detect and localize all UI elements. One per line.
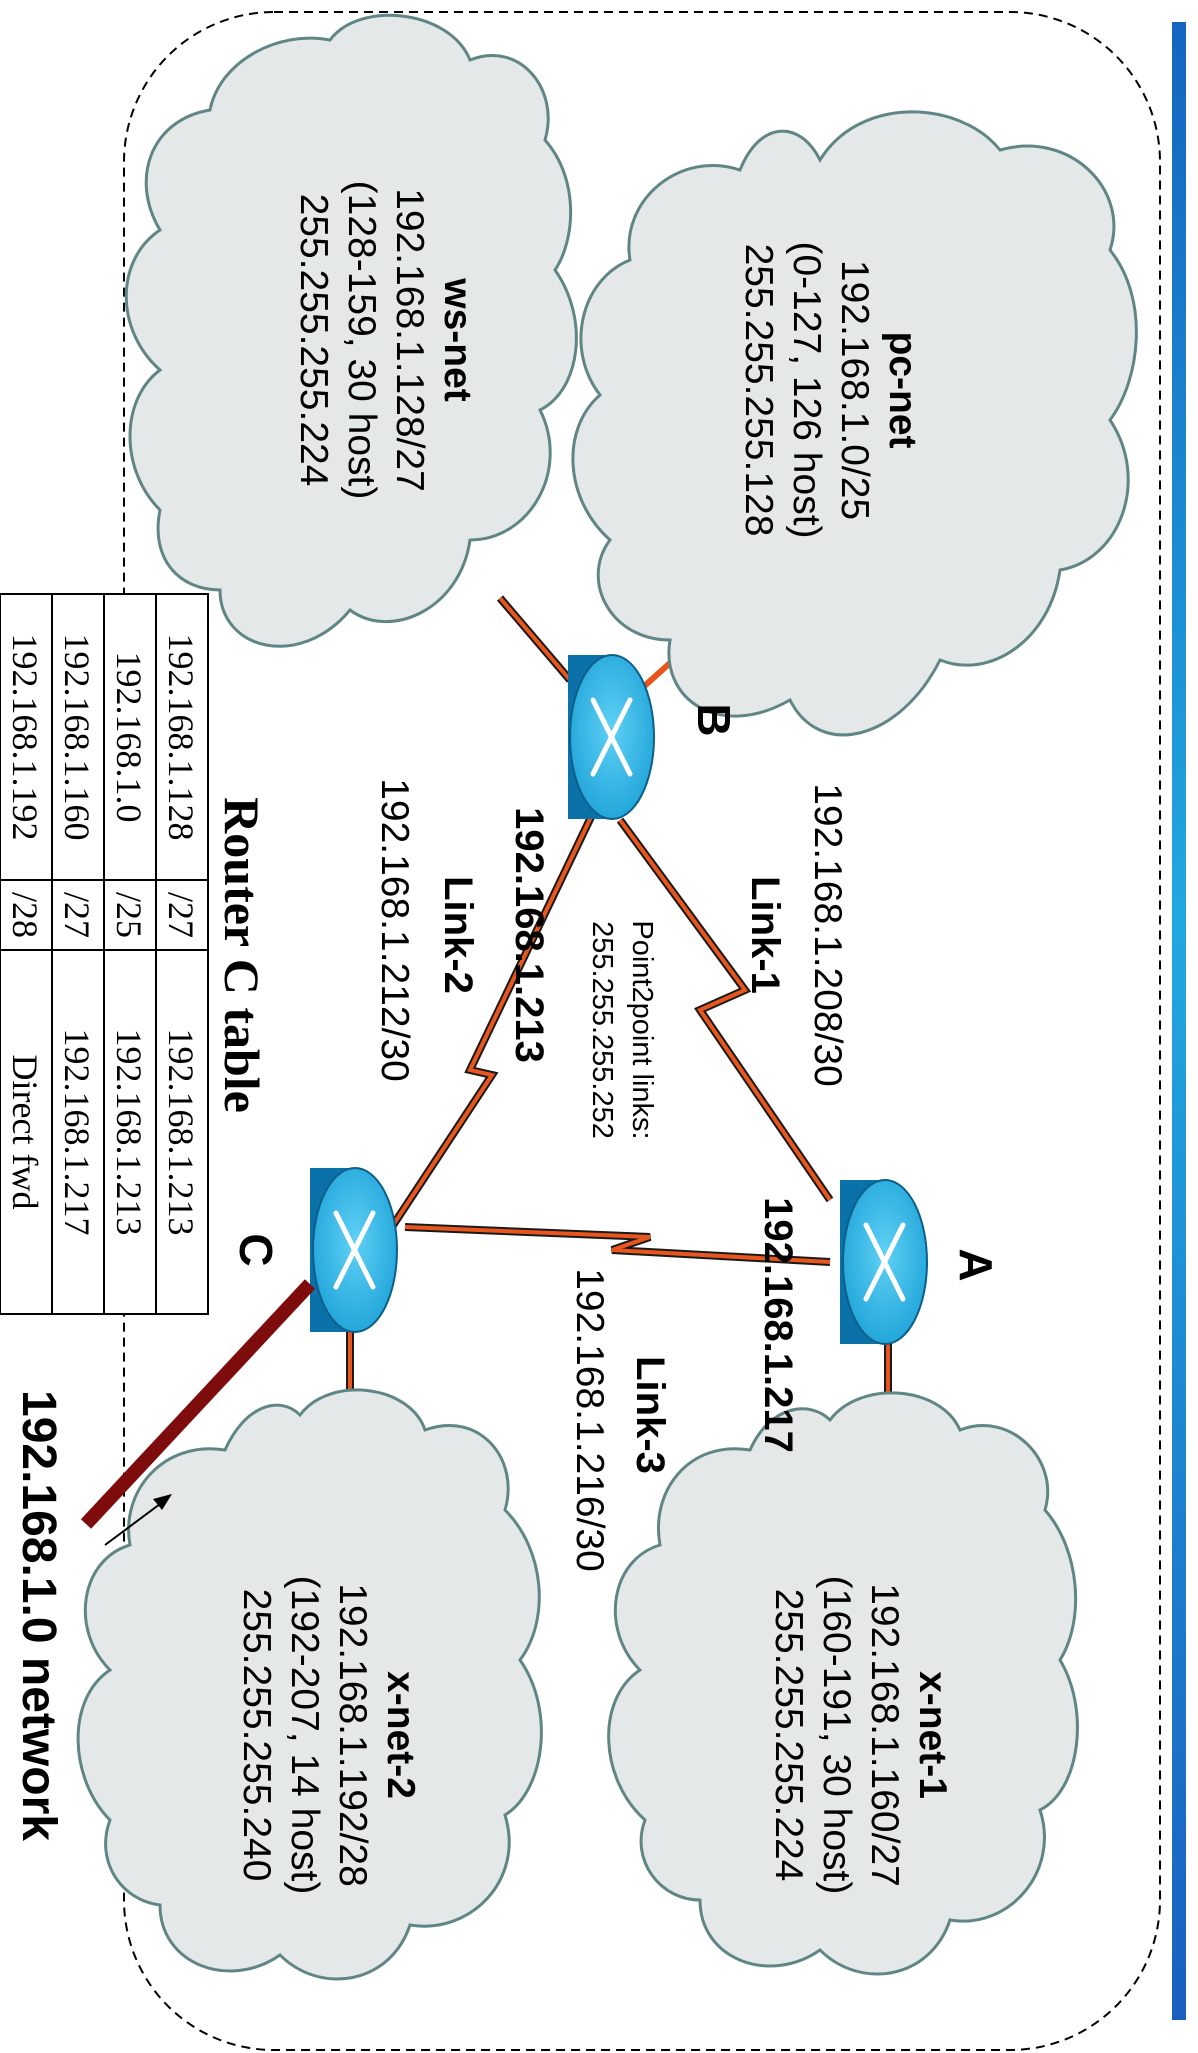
cloud-pc-net-line-1: 192.168.1.0/25 (833, 260, 876, 520)
p2p-note-line-1: Point2point links: (626, 920, 658, 1139)
link-3-router-a-ip: 192.168.1.217 (756, 1197, 800, 1453)
router-a-label: A (950, 1248, 1002, 1281)
table-row-0-nexthop: 192.168.1.213 (161, 1029, 201, 1236)
table-row-2-nexthop: 192.168.1.217 (57, 1029, 97, 1236)
link-3-name: Link-3 (628, 1356, 672, 1474)
cloud-x-net-2-line-2: (192-207, 14 host) (283, 1576, 326, 1895)
cloud-x-net-1-line-1: 192.168.1.160/27 (863, 1583, 906, 1887)
router-b-label: B (688, 703, 740, 736)
table-row-3-network: 192.168.1.192 (5, 634, 45, 841)
side-bar (1172, 22, 1186, 2020)
router-a[interactable] (840, 1179, 928, 1345)
cloud-x-net-2-line-3: 255.255.255.240 (235, 1589, 278, 1882)
router-b[interactable] (526, 654, 655, 820)
link-2-router-b-ip: 192.168.1.213 (507, 807, 551, 1063)
cloud-pc-net: pc-net 192.168.1.0/25 (0-127, 126 host) … (571, 110, 1138, 737)
table-row-0-network: 192.168.1.128 (161, 634, 201, 841)
cloud-pc-net-line-2: (0-127, 126 host) (785, 241, 828, 538)
cloud-x-net-2-line-1: 192.168.1.192/28 (331, 1583, 374, 1887)
cloud-x-net-1-name: x-net-1 (911, 1671, 954, 1799)
link-3-network: 192.168.1.216/30 (568, 1268, 611, 1572)
router-a-icon (863, 1222, 906, 1302)
router-c-label: C (230, 1233, 282, 1266)
cloud-ws-net-shape (124, 13, 578, 648)
router-c-table: Router C table 192.168.1.128 /27 192.168… (0, 593, 270, 1315)
link-1-network: 192.168.1.208/30 (806, 783, 849, 1087)
link-2-name: Link-2 (436, 876, 480, 994)
table-row-0-mask: /27 (161, 892, 201, 938)
cloud-x-net-1-line-3: 255.255.255.224 (767, 1589, 810, 1882)
table-row-3-nexthop: Direct fwd (5, 1055, 45, 1210)
cloud-x-net-2-name: x-net-2 (379, 1671, 422, 1799)
cloud-ws-net: ws-net 192.168.1.128/27 (128-159, 30 hos… (124, 13, 578, 648)
incoming-network-line (80, 1279, 316, 1529)
cloud-pc-net-shape (571, 110, 1138, 737)
router-c-table-title: Router C table (214, 797, 270, 1113)
cloud-x-net-2-shape (76, 1388, 543, 1981)
incoming-network-label: 192.168.1.0 network (12, 1390, 65, 1841)
table-row-2-network: 192.168.1.160 (57, 634, 97, 841)
cloud-ws-net-line-1: 192.168.1.128/27 (388, 188, 431, 492)
link-1-name: Link-1 (743, 876, 787, 994)
table-row-1-nexthop: 192.168.1.213 (109, 1029, 149, 1236)
cloud-ws-net-line-3: 255.255.255.224 (292, 194, 335, 487)
cloud-x-net-1-shape (607, 1391, 1079, 1976)
router-c[interactable] (310, 1167, 398, 1333)
table-row-3-mask: /28 (5, 892, 45, 938)
cloud-pc-net-name: pc-net (881, 332, 924, 449)
table-row-1-network: 192.168.1.0 (109, 652, 149, 823)
cloud-pc-net-line-3: 255.255.255.128 (737, 244, 780, 537)
router-b-icon (590, 697, 633, 777)
cloud-x-net-1: x-net-1 192.168.1.160/27 (160-191, 30 ho… (607, 1391, 1079, 1976)
p2p-note-line-2: 255.255.255.252 (586, 921, 618, 1139)
router-c-icon (333, 1210, 376, 1290)
cloud-x-net-2: x-net-2 192.168.1.192/28 (192-207, 14 ho… (76, 1388, 543, 1981)
table-row-2-mask: /27 (57, 892, 97, 938)
cloud-ws-net-name: ws-net (436, 277, 479, 402)
cloud-x-net-1-line-2: (160-191, 30 host) (815, 1576, 858, 1895)
table-row-1-mask: /25 (109, 892, 149, 938)
link-2-network: 192.168.1.212/30 (373, 778, 416, 1082)
cloud-ws-net-line-2: (128-159, 30 host) (340, 181, 383, 500)
incoming-arrow-icon (104, 1494, 172, 1546)
